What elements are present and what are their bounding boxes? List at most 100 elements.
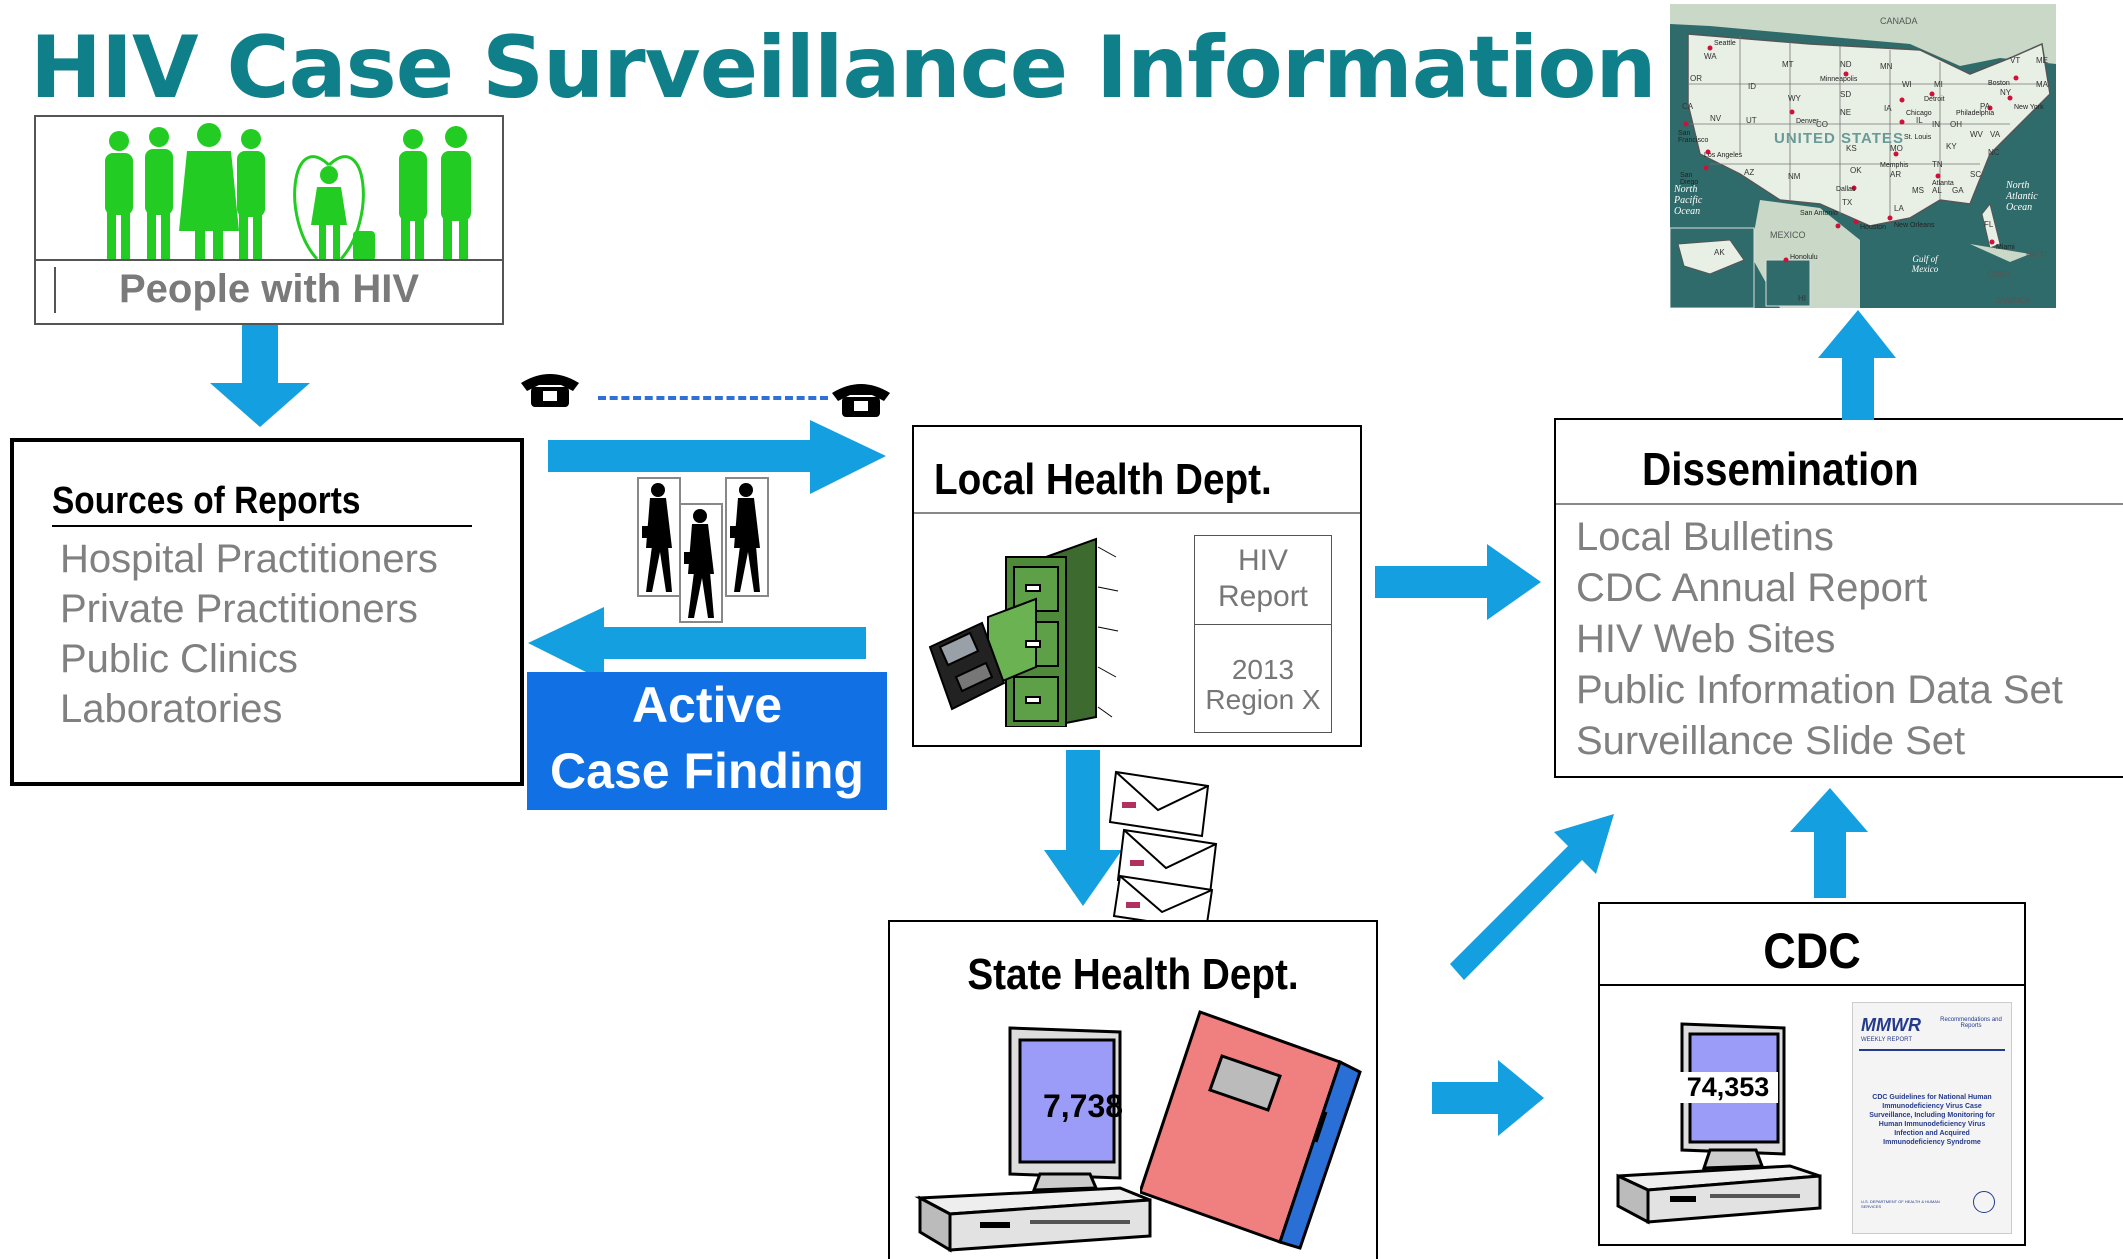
us-map: UNITED STATES CANADA MEXICO North Pacifi…	[1670, 4, 2056, 308]
map-state: IA	[1884, 104, 1892, 113]
hhs-logo-icon	[1973, 1191, 1995, 1213]
map-state: VA	[1990, 130, 2001, 139]
people-box-label: People with HIV	[118, 267, 420, 311]
map-state: MT	[1782, 60, 1794, 69]
report-line-1: HIV	[1237, 544, 1288, 577]
computer-icon	[1616, 1022, 1822, 1225]
envelopes-icon	[1108, 770, 1218, 932]
map-city: Boston	[1988, 80, 2010, 87]
map-state: AZ	[1744, 168, 1755, 177]
cdc-count: 74,353	[1678, 1072, 1778, 1103]
map-label-pacific: North Pacific Ocean	[1674, 184, 1703, 217]
map-state: AK	[1714, 248, 1725, 257]
map-state: OR	[1690, 74, 1702, 83]
us-map-graphic	[1670, 4, 2056, 308]
map-city: Honolulu	[1790, 254, 1818, 261]
map-state: NY	[2000, 88, 2012, 97]
map-state: CA	[1682, 102, 1694, 111]
map-state: KS	[1846, 144, 1857, 153]
map-city: Detroit	[1924, 96, 1945, 103]
list-item: Private Practitioners	[60, 587, 418, 631]
phone-dashed-line	[598, 396, 828, 400]
mmwr-sub: WEEKLY REPORT	[1861, 1037, 1913, 1043]
dissemination-box: Dissemination Local Bulletins CDC Annual…	[1554, 418, 2123, 778]
map-state: SC	[1970, 170, 1982, 179]
map-city: Atlanta	[1932, 180, 1954, 187]
map-state: MA	[2036, 80, 2048, 89]
map-city: St. Louis	[1904, 134, 1932, 141]
list-item: Laboratories	[60, 687, 283, 731]
map-state: GA	[1952, 186, 1964, 195]
map-state: LA	[1894, 204, 1904, 213]
map-state: SD	[1840, 90, 1852, 99]
map-state: PA	[1980, 102, 1991, 111]
arrow-local-to-state	[1044, 750, 1122, 906]
map-state: WI	[1902, 80, 1912, 89]
list-item: Public Information Data Set	[1576, 668, 2063, 712]
map-state: KY	[1946, 142, 1957, 151]
map-city: New Orleans	[1894, 222, 1935, 229]
people-silhouettes-icon	[105, 123, 471, 261]
investigators-icon	[637, 477, 769, 623]
active-line-2: Case Finding	[550, 743, 864, 799]
map-city: Dallas	[1836, 186, 1856, 193]
cdc-heading: CDC	[1763, 923, 1861, 979]
hiv-report-card: HIV Report 2013 Region X	[1194, 535, 1332, 733]
list-item: Hospital Practitioners	[60, 537, 438, 581]
mmwr-document: MMWR WEEKLY REPORT Recommendations and R…	[1852, 1002, 2012, 1234]
people-box: People with HIV	[34, 115, 504, 325]
sources-box: Sources of Reports Hospital Practitioner…	[10, 438, 524, 786]
map-state: NM	[1788, 172, 1801, 181]
map-state: AL	[1932, 186, 1942, 195]
report-line-2: Report	[1217, 580, 1309, 613]
map-state: ID	[1748, 82, 1756, 91]
map-state: IL	[1916, 116, 1923, 125]
map-state: WY	[1788, 94, 1801, 103]
map-city: San Antonio	[1800, 210, 1838, 217]
filing-cabinet-icon	[928, 537, 1119, 727]
sources-heading: Sources of Reports	[52, 480, 361, 522]
map-state: WV	[1970, 130, 1983, 139]
arrow-people-to-sources	[210, 325, 310, 427]
map-label-gulf: Gulf of Mexico	[1911, 254, 1939, 274]
mmwr-masthead: MMWR	[1861, 1015, 1921, 1035]
arrow-local-to-dissemination	[1375, 544, 1541, 620]
cdc-box: CDC 74,353 MMWR WEEKLY REPORT Recommenda…	[1598, 902, 2026, 1246]
map-city: Houston	[1860, 224, 1887, 231]
telephone-icon	[832, 384, 890, 417]
map-state: NV	[1710, 114, 1722, 123]
map-state: IN	[1932, 120, 1940, 129]
map-city: San Diego	[1680, 172, 1699, 186]
arrow-local-to-sources	[528, 607, 866, 681]
map-state: MO	[1890, 144, 1903, 153]
dissemination-heading: Dissemination	[1642, 443, 1919, 495]
map-state: AR	[1890, 170, 1902, 179]
mmwr-footer: U.S. DEPARTMENT OF HEALTH & HUMAN SERVIC…	[1861, 1199, 1940, 1209]
map-state: TX	[1842, 198, 1853, 207]
report-region: Region X	[1205, 684, 1321, 715]
state-heading: State Health Dept.	[967, 950, 1299, 999]
map-state: ND	[1840, 60, 1852, 69]
page-title: HIV Case Surveillance Information Flow	[30, 18, 1908, 118]
map-city: Miami	[1996, 244, 2015, 251]
active-case-finding-label: Active Case Finding	[527, 672, 887, 810]
map-city: Los Angeles	[1704, 152, 1743, 159]
map-state: VT	[2010, 56, 2021, 65]
map-state: UT	[1746, 116, 1757, 125]
map-label-haiti: HAITI	[2026, 250, 2047, 259]
mmwr-right: Recommendations and Reports	[1940, 1017, 2002, 1029]
map-label-cuba: CUBA	[1988, 270, 2011, 279]
list-item: Surveillance Slide Set	[1576, 719, 1966, 763]
mmwr-title: CDC Guidelines for National Human Immuno…	[1869, 1094, 1995, 1146]
map-state: ME	[2036, 56, 2048, 65]
arrow-state-to-cdc	[1432, 1060, 1544, 1136]
report-year: 2013	[1231, 654, 1295, 685]
arrow-dissemination-to-map	[1818, 310, 1896, 420]
map-state: CO	[1816, 120, 1828, 129]
map-state: TN	[1932, 160, 1943, 169]
map-state-list: WA OR CA NV ID MT WY UT CO AZ NM ND SD N…	[1670, 4, 2056, 308]
map-state: MS	[1912, 186, 1924, 195]
map-city: Philadelphia	[1956, 110, 1995, 117]
map-city: New York	[2014, 104, 2044, 111]
map-state: OH	[1950, 120, 1962, 129]
